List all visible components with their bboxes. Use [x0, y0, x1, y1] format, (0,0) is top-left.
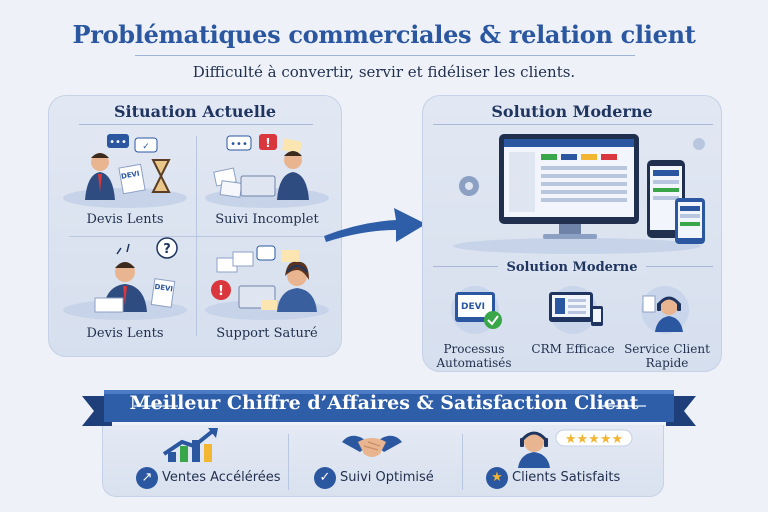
label-line: CRM Efficace	[531, 342, 615, 356]
current-situation-panel: Situation Actuelle ••• ✓ DEVI Devis Lent…	[48, 95, 342, 357]
happy-agent-icon: ★★★★★	[518, 429, 633, 468]
svg-text:DEVI: DEVI	[154, 283, 174, 294]
result-label: Clients Satisfaits	[512, 470, 621, 485]
solution-label-automated: Processus Automatisés	[431, 342, 517, 370]
badge-icon: ↗	[136, 467, 158, 489]
panel-heading: Solution Moderne	[491, 102, 653, 121]
badge-icon: ★	[486, 467, 508, 489]
overloaded-support-icon: !	[205, 245, 329, 320]
situation-cell-overloaded-support: ! Support Saturé	[197, 236, 337, 346]
title-divider	[135, 55, 635, 56]
transition-arrow-icon	[324, 208, 426, 242]
situation-label: Suivi Incomplet	[215, 212, 319, 227]
support-agent-icon	[641, 286, 689, 334]
svg-text:DEVI: DEVI	[120, 170, 140, 181]
panel-divider	[433, 124, 713, 125]
result-divider	[288, 434, 289, 490]
cell-divider	[69, 236, 323, 237]
svg-text:•••: •••	[230, 139, 248, 150]
situation-label: Support Saturé	[216, 326, 318, 341]
panel-heading: Situation Actuelle	[113, 102, 277, 121]
slow-quote-icon: ••• ✓ DEVI	[63, 134, 187, 208]
result-divider	[462, 434, 463, 490]
svg-text:DEVI: DEVI	[461, 302, 485, 312]
solution-label-service: Service Client Rapide	[621, 342, 713, 370]
svg-text:★★★★★: ★★★★★	[565, 432, 623, 447]
crm-devices-icon	[453, 134, 705, 254]
situation-cell-incomplete-followup: ••• ! Suivi Incomplet	[197, 130, 337, 230]
svg-text:•••: •••	[109, 137, 127, 148]
solution-label-crm: CRM Efficace	[527, 342, 619, 356]
handshake-icon	[342, 435, 402, 457]
banner-text: Meilleur Chiffre d’Affaires & Satisfacti…	[129, 392, 639, 414]
modern-solution-panel: Solution Moderne	[422, 95, 722, 372]
badge-icon: ✓	[314, 467, 336, 489]
svg-text:!: !	[265, 136, 270, 150]
situation-label: Devis Lents	[86, 326, 164, 341]
label-line: Automatisés	[436, 356, 512, 370]
situation-cell-slow-quotes: ••• ✓ DEVI Devis Lents	[55, 130, 195, 230]
incomplete-followup-icon: ••• !	[205, 134, 329, 208]
result-label: Suivi Optimisé	[340, 470, 434, 485]
page-title: Problématiques commerciales & relation c…	[72, 20, 696, 49]
panel-divider	[79, 124, 313, 125]
svg-text:✓: ✓	[142, 142, 150, 152]
result-banner	[82, 390, 696, 426]
page-subtitle: Difficulté à convertir, servir et fidéli…	[192, 63, 576, 81]
label-line: Service Client	[624, 342, 710, 356]
panel-subheading: Solution Moderne	[423, 260, 721, 275]
situation-label: Devis Lents	[86, 212, 164, 227]
subheading-text: Solution Moderne	[498, 260, 646, 275]
growth-chart-icon	[162, 428, 218, 462]
crm-dashboard-icon	[549, 286, 603, 334]
svg-text:!: !	[218, 284, 224, 299]
label-line: Rapide	[645, 356, 689, 370]
automated-quote-icon: DEVI	[451, 286, 502, 334]
result-label: Ventes Accélérées	[162, 470, 281, 485]
confused-salesman-icon: ? DEVI	[63, 237, 187, 320]
situation-cell-slow-quotes-2: ? DEVI Devis Lents	[55, 236, 195, 346]
label-line: Processus	[443, 342, 505, 356]
svg-text:?: ?	[163, 242, 171, 257]
